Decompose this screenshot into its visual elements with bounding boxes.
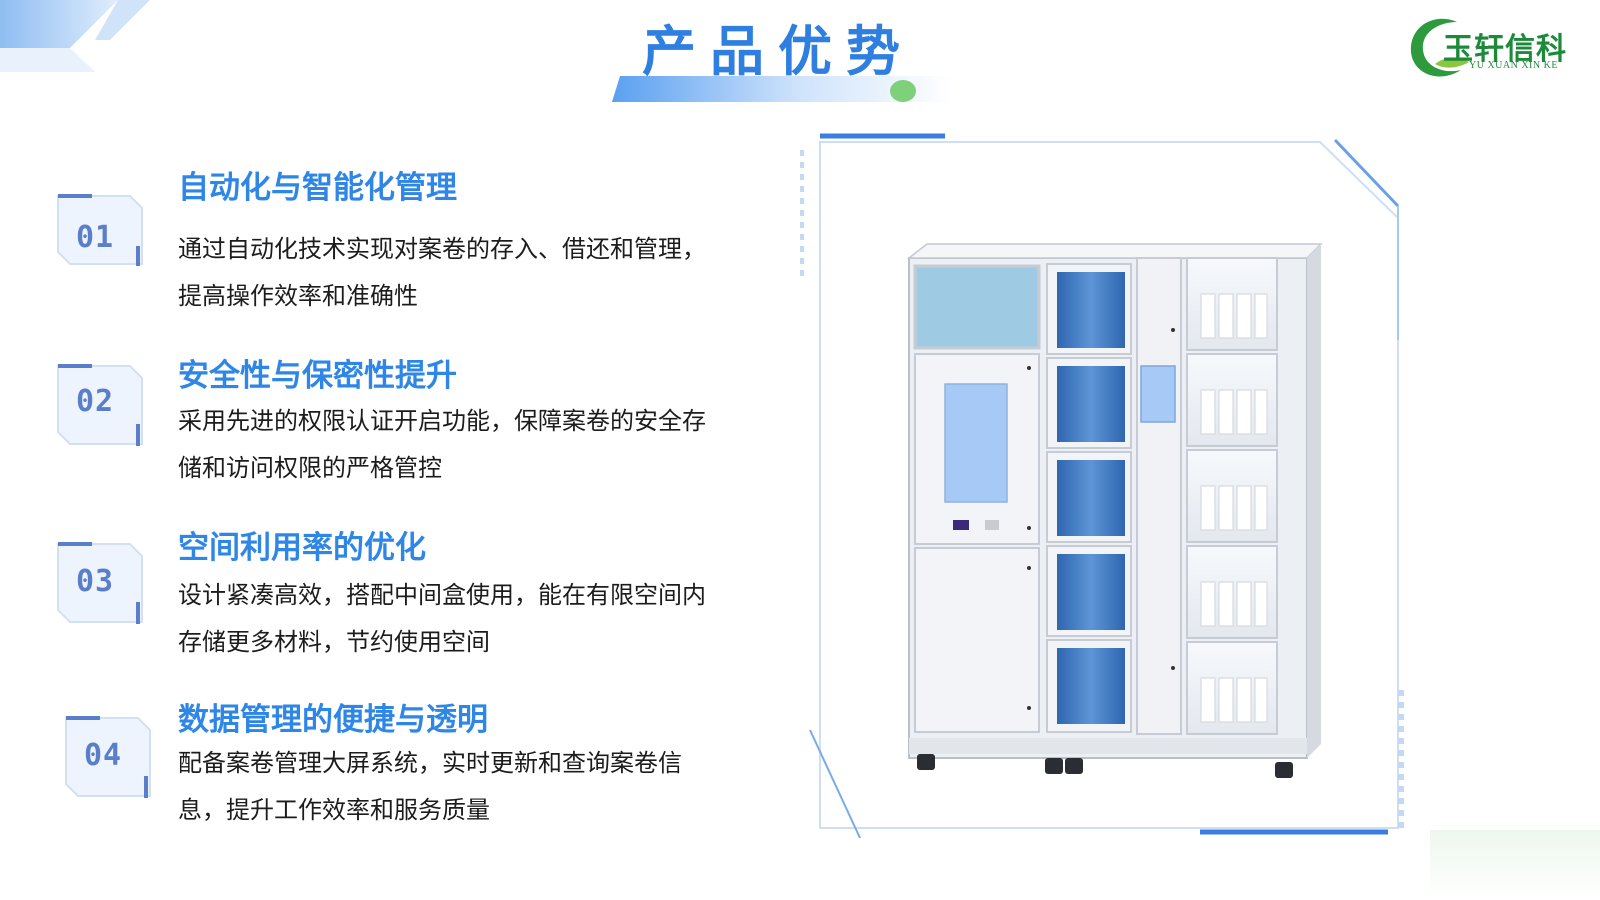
logo-subtext: YU XUAN XIN KE bbox=[1469, 60, 1558, 71]
number-badge: 03 bbox=[52, 536, 144, 628]
title-underline-bar bbox=[612, 76, 952, 102]
feature-title: 数据管理的便捷与透明 bbox=[178, 702, 488, 738]
feature-item-03: 03 空间利用率的优化 设计紧凑高效，搭配中间盒使用，能在有限空间内存储更多材料… bbox=[52, 528, 752, 678]
badge-number: 03 bbox=[75, 564, 115, 599]
number-badge: 01 bbox=[52, 176, 144, 268]
corner-fade-decoration bbox=[1430, 830, 1600, 900]
company-logo: 玉轩信科 YU XUAN XIN KE bbox=[1405, 8, 1585, 88]
feature-item-02: 02 安全性与保密性提升 采用先进的权限认证开启功能，保障案卷的安全存储和访问权… bbox=[52, 356, 752, 506]
number-badge-icon bbox=[57, 194, 143, 266]
feature-description: 配备案卷管理大屏系统，实时更新和查询案卷信息，提升工作效率和服务质量 bbox=[178, 749, 682, 824]
number-badge: 04 bbox=[60, 708, 152, 800]
feature-description: 采用先进的权限认证开启功能，保障案卷的安全存储和访问权限的严格管控 bbox=[178, 407, 706, 482]
page-title: 产品优势 bbox=[642, 20, 914, 83]
badge-number: 01 bbox=[75, 220, 115, 255]
corner-decoration bbox=[0, 0, 150, 72]
logo-text: 玉轩信科 bbox=[1443, 32, 1567, 67]
file-cabinet-image bbox=[906, 243, 1323, 778]
number-badge: 02 bbox=[52, 364, 144, 456]
image-frame-decoration bbox=[800, 133, 1404, 839]
feature-title: 自动化与智能化管理 bbox=[178, 170, 457, 206]
feature-description: 设计紧凑高效，搭配中间盒使用，能在有限空间内存储更多材料，节约使用空间 bbox=[178, 581, 706, 656]
feature-title: 空间利用率的优化 bbox=[178, 530, 426, 566]
page-title-block: 产品优势 bbox=[612, 14, 952, 104]
badge-number: 02 bbox=[75, 384, 115, 419]
number-badge-icon bbox=[57, 364, 143, 446]
leaf-c-logo-icon bbox=[1410, 18, 1469, 77]
feature-title: 安全性与保密性提升 bbox=[178, 358, 457, 394]
feature-item-01: 01 自动化与智能化管理 通过自动化技术实现对案卷的存入、借还和管理，提高操作效… bbox=[52, 168, 752, 318]
feature-description: 通过自动化技术实现对案卷的存入、借还和管理，提高操作效率和准确性 bbox=[178, 235, 706, 310]
title-green-dot bbox=[890, 80, 916, 102]
number-badge-icon bbox=[65, 716, 151, 798]
badge-number: 04 bbox=[83, 738, 123, 773]
number-badge-icon bbox=[57, 542, 143, 624]
feature-item-04: 04 数据管理的便捷与透明 配备案卷管理大屏系统，实时更新和查询案卷信息，提升工… bbox=[52, 700, 752, 850]
